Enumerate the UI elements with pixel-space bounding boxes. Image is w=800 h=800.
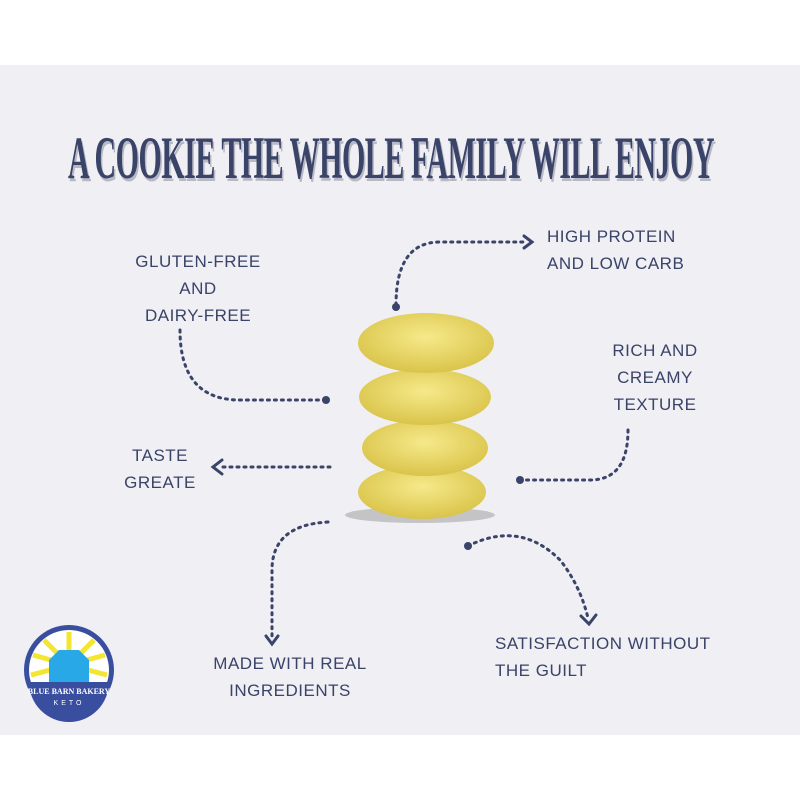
feature-line: INGREDIENTS [229,681,351,700]
arrowhead-real [264,634,280,647]
feature-line: CREAMY [617,368,693,387]
feature-line: AND LOW CARB [547,254,685,273]
cookie-3 [362,420,488,476]
logo: BLUE BARN BAKERY KETO [24,625,114,722]
page-title: A COOKIE THE WHOLE FAMILY WILL ENJOY [68,125,715,191]
feature-satisfaction: SATISFACTION WITHOUT THE GUILT [495,630,711,684]
feature-line: DAIRY-FREE [144,306,252,325]
cookie-4 [358,465,486,519]
arrow-real [270,520,330,638]
logo-sub: KETO [54,700,85,707]
feature-taste: TASTE GREATE [115,442,205,496]
dot-guilt [464,542,472,550]
dot-protein [392,303,400,311]
cookie-2 [359,369,491,425]
feature-creamy-texture: RICH AND CREAMY TEXTURE [590,337,720,418]
feature-line: MADE WITH REAL [213,654,367,673]
arrowhead-taste [210,458,224,476]
feature-line: RICH AND [612,341,698,360]
arrow-guilt [466,534,590,620]
feature-line: THE GUILT [495,661,588,680]
logo-text: BLUE BARN BAKERY [28,687,111,696]
dot-creamy [516,476,524,484]
feature-line: SATISFACTION WITHOUT [495,634,711,653]
arrow-protein [394,240,527,307]
feature-line: GLUTEN-FREE [135,252,261,271]
arrowhead-protein [522,234,535,250]
feature-line: AND [179,279,217,298]
arrowhead-guilt [579,613,598,627]
cookie-1 [358,313,494,373]
feature-line: GREATE [124,473,196,492]
feature-gluten-free: GLUTEN-FREE AND DAIRY-FREE [128,248,268,329]
arrow-creamy [518,428,630,482]
feature-real-ingredients: MADE WITH REAL INGREDIENTS [195,650,385,704]
arrow-gluten [178,328,327,402]
feature-high-protein: HIGH PROTEIN AND LOW CARB [547,223,684,277]
feature-line: HIGH PROTEIN [547,227,676,246]
dot-gluten [322,396,330,404]
feature-line: TASTE [131,446,189,465]
feature-line: TEXTURE [613,395,697,414]
